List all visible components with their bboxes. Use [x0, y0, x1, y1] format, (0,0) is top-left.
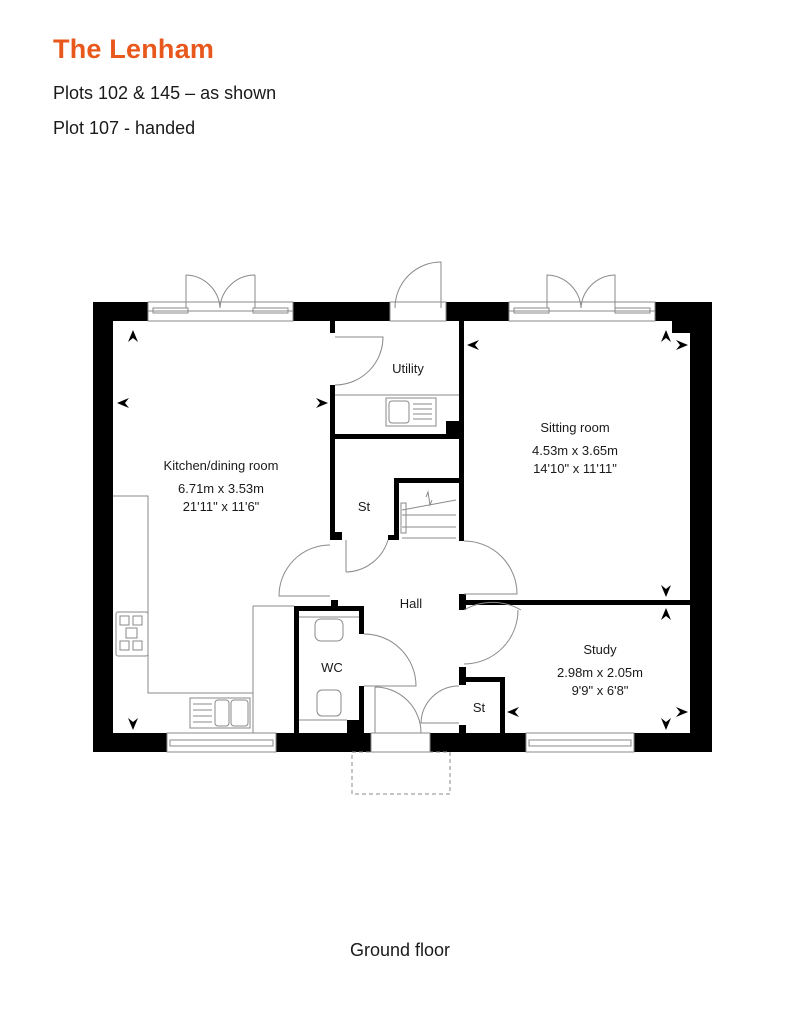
house-type-title: The Lenham	[53, 34, 215, 64]
kitchen-imperial: 21'11" x 11'6"	[183, 499, 260, 514]
plots-as-shown: Plots 102 & 145 – as shown	[53, 83, 277, 103]
kitchen-metric: 6.71m x 3.53m	[178, 481, 264, 496]
hob-icon	[115, 611, 149, 657]
wc-name: WC	[321, 660, 343, 675]
floor-label: Ground floor	[349, 940, 451, 960]
kitchen-sink-icon	[189, 697, 251, 729]
sitting-imperial: 14'10" x 11'11"	[533, 461, 617, 476]
study-metric: 2.98m x 2.05m	[557, 665, 643, 680]
door-swings	[278, 336, 522, 724]
external-walls	[93, 302, 712, 752]
study-imperial: 9'9" x 6'8"	[572, 683, 629, 698]
plot-handed: Plot 107 - handed	[53, 118, 196, 138]
dimension-markers	[117, 330, 688, 730]
sitting-metric: 4.53m x 3.65m	[532, 443, 618, 458]
windows	[147, 261, 656, 795]
internal-walls	[294, 321, 690, 735]
study-name: Study	[583, 642, 617, 657]
study-store-name: St	[473, 700, 486, 715]
stairs	[400, 490, 457, 539]
toilet-icon	[316, 689, 342, 717]
store-name: St	[358, 499, 371, 514]
sitting-name: Sitting room	[540, 420, 609, 435]
kitchen-name: Kitchen/dining room	[164, 458, 279, 473]
utility-name: Utility	[392, 361, 424, 376]
basin-icon	[314, 618, 344, 642]
utility-sink-icon	[385, 397, 437, 427]
room-labels: Kitchen/dining room 6.71m x 3.53m 21'11"…	[164, 361, 643, 715]
kitchen-fixtures	[113, 394, 459, 733]
hall-name: Hall	[400, 596, 423, 611]
